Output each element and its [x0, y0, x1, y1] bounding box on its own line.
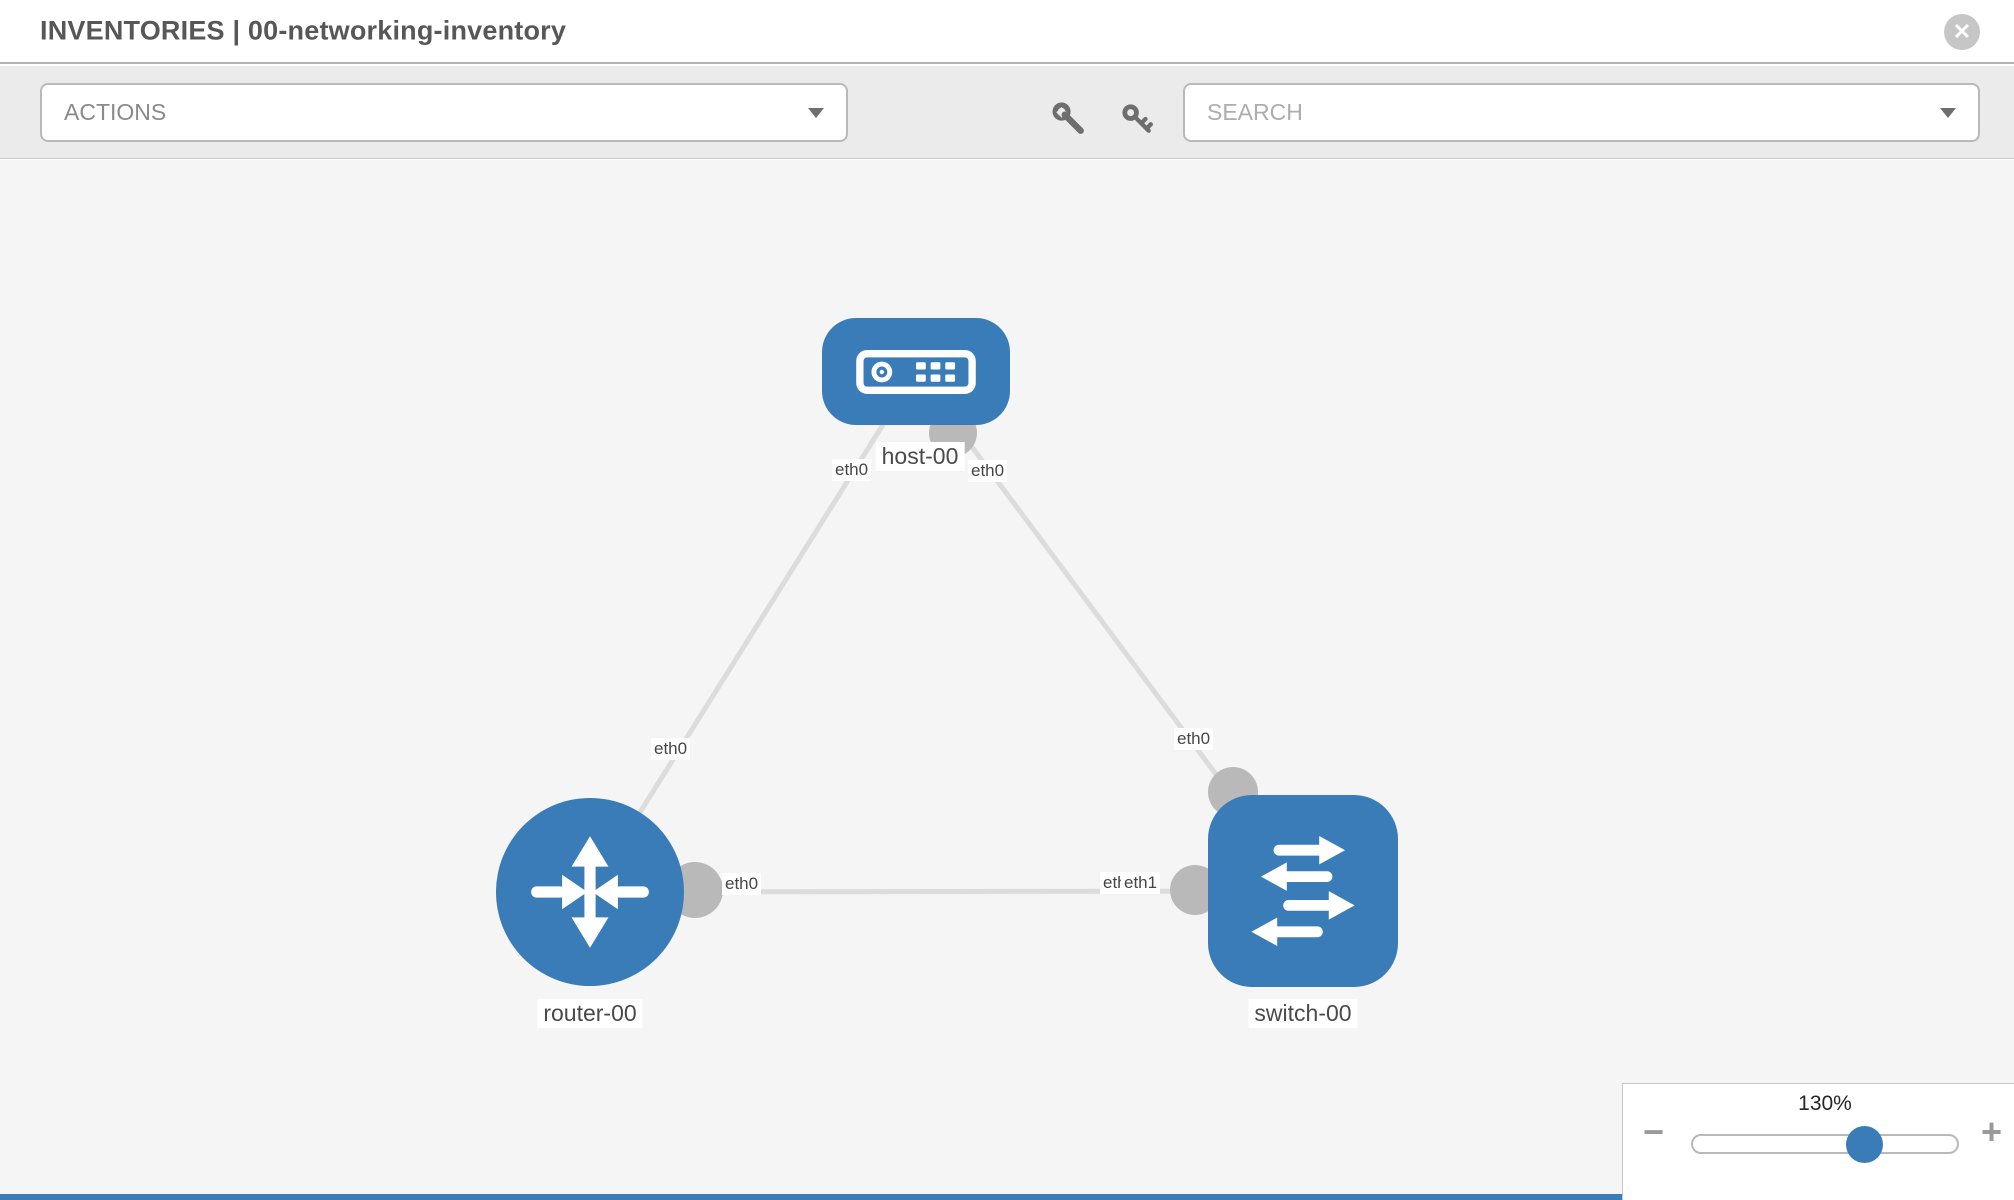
chevron-down-icon	[1940, 107, 1956, 118]
interface-label: eth0	[832, 459, 872, 481]
zoom-in-button[interactable]: +	[1980, 1111, 2002, 1152]
node-router-00[interactable]	[496, 798, 684, 986]
zoom-slider-thumb[interactable]	[1846, 1126, 1883, 1163]
page-title-section: INVENTORIES	[40, 15, 225, 46]
close-button[interactable]: ✕	[1944, 14, 1980, 50]
page-title: INVENTORIES | 00-networking-inventory	[40, 16, 566, 47]
search-placeholder: SEARCH	[1207, 99, 1303, 125]
node-host-00[interactable]	[822, 318, 1010, 425]
switch-icon	[1251, 835, 1355, 947]
node-label-router: router-00	[537, 999, 643, 1028]
actions-dropdown[interactable]: ACTIONS	[40, 83, 848, 142]
footer-accent-strip	[0, 1194, 1622, 1200]
node-label-switch: switch-00	[1248, 999, 1358, 1028]
zoom-slider-track[interactable]	[1691, 1134, 1959, 1154]
chevron-down-icon	[808, 107, 824, 118]
interface-label: eth0	[722, 873, 762, 895]
interface-label: eth0	[968, 460, 1008, 482]
wrench-icon[interactable]	[1052, 102, 1086, 136]
node-label-host: host-00	[875, 442, 965, 471]
interface-label: eth0	[651, 738, 691, 760]
close-icon: ✕	[1952, 19, 1972, 44]
page-title-separator: |	[232, 15, 241, 46]
search-dropdown[interactable]: SEARCH	[1183, 83, 1980, 142]
host-icon	[856, 349, 976, 394]
zoom-level-value: 130%	[1798, 1092, 1852, 1115]
header-bar: INVENTORIES | 00-networking-inventory ✕	[0, 0, 2014, 64]
node-switch-00[interactable]	[1208, 795, 1398, 987]
zoom-control-panel: 130% − +	[1622, 1083, 2014, 1200]
key-icon[interactable]	[1120, 102, 1154, 136]
toolbar: ACTIONS SEARCH	[0, 66, 2014, 159]
router-icon	[531, 836, 649, 948]
interface-label: eth0	[1174, 728, 1214, 750]
topology-canvas[interactable]	[0, 160, 2014, 1200]
zoom-out-button[interactable]: −	[1643, 1111, 1665, 1152]
actions-dropdown-label: ACTIONS	[64, 99, 167, 125]
interface-label: eth1	[1121, 872, 1161, 894]
page-title-inventory-name: 00-networking-inventory	[247, 15, 567, 46]
